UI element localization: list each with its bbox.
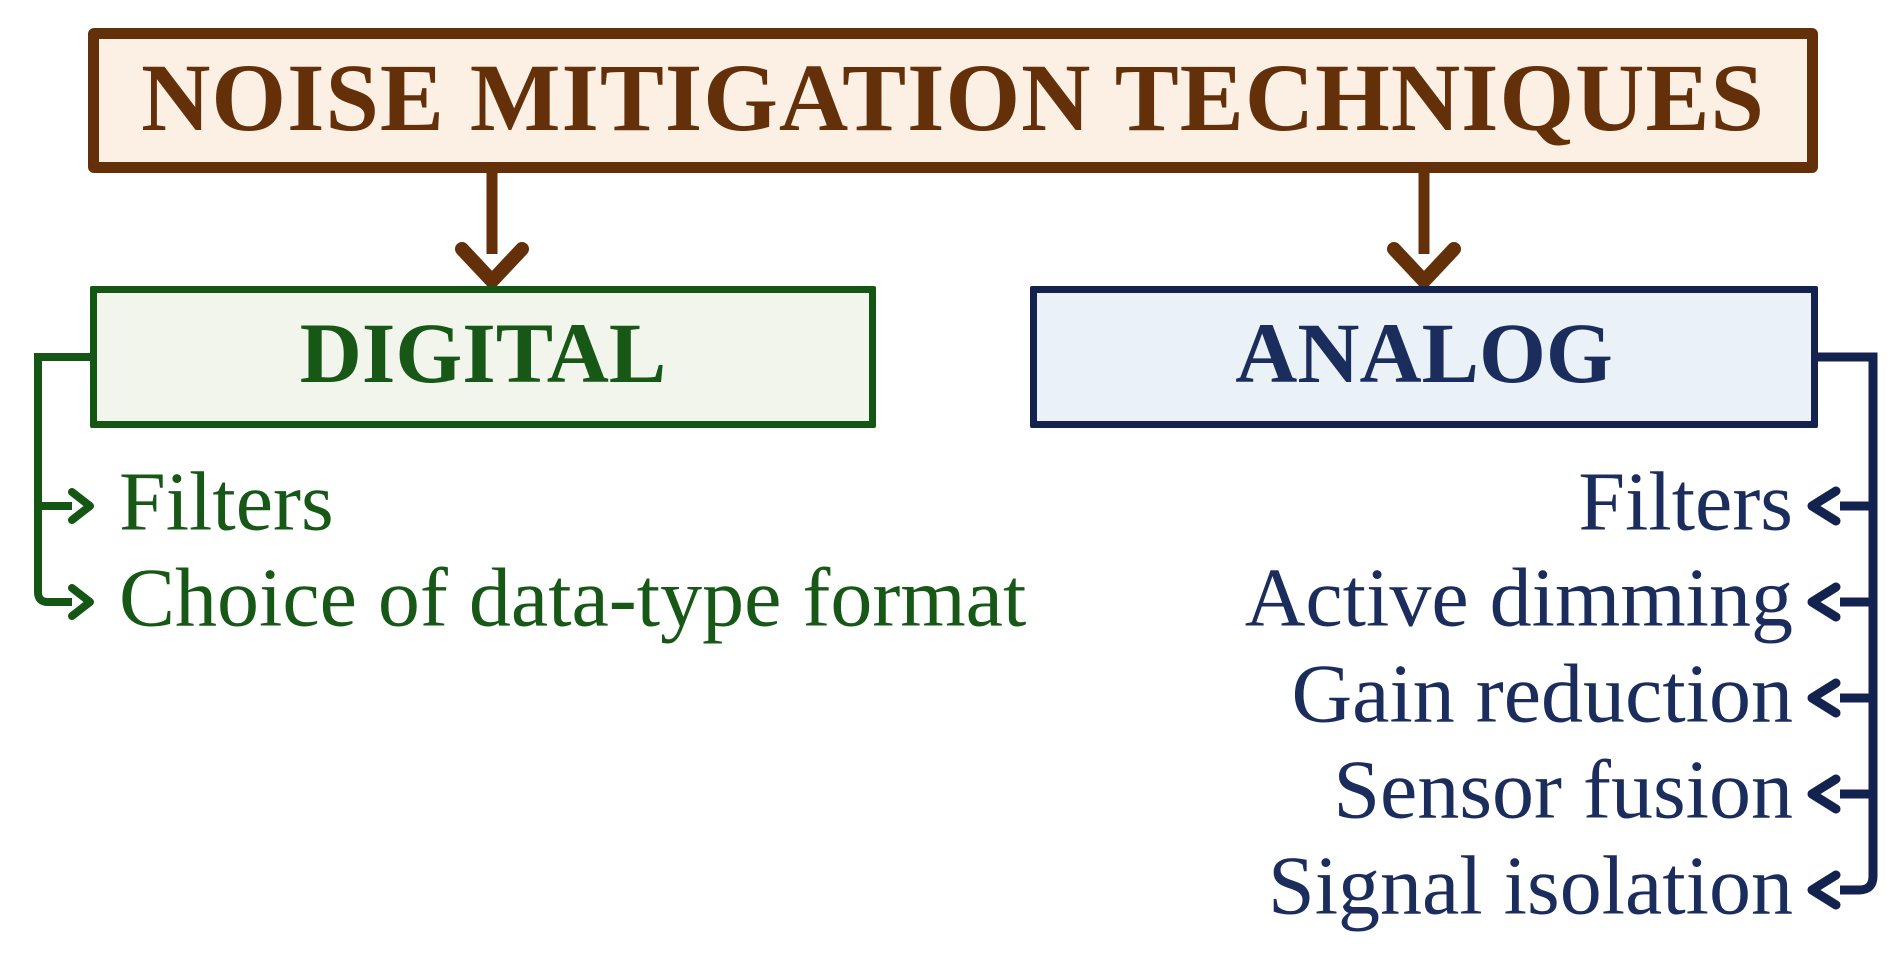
analog-item-filters: Filters: [1578, 455, 1793, 549]
right-arrowhead-icon: [68, 584, 94, 620]
left-arrowhead-icon: [1807, 486, 1841, 526]
analog-item-gain-reduction: Gain reduction: [1291, 647, 1794, 741]
digital-item-filters: Filters: [119, 455, 334, 549]
digital-label: DIGITAL: [299, 305, 667, 401]
digital-box: DIGITAL: [90, 286, 876, 428]
analog-branch-connector: [1807, 352, 1878, 910]
right-arrowhead-icon: [68, 488, 94, 524]
left-arrowhead-icon: [1807, 582, 1841, 622]
analog-item-sensor-fusion: Sensor fusion: [1333, 743, 1793, 837]
title-box: NOISE MITIGATION TECHNIQUES: [88, 28, 1818, 173]
analog-item-signal-isolation: Signal isolation: [1268, 839, 1793, 933]
title-to-analog-arrow-icon: [1387, 170, 1461, 288]
title-label: NOISE MITIGATION TECHNIQUES: [141, 43, 1765, 151]
left-arrowhead-icon: [1807, 678, 1841, 718]
digital-item-data-type-format: Choice of data-type format: [119, 551, 1027, 645]
analog-box: ANALOG: [1030, 286, 1818, 428]
left-arrowhead-icon: [1807, 774, 1841, 814]
digital-branch-connector: [34, 353, 94, 620]
title-to-digital-arrow-icon: [455, 170, 529, 288]
analog-item-active-dimming: Active dimming: [1244, 551, 1793, 645]
analog-label: ANALOG: [1235, 305, 1613, 401]
left-arrowhead-icon: [1807, 870, 1841, 910]
